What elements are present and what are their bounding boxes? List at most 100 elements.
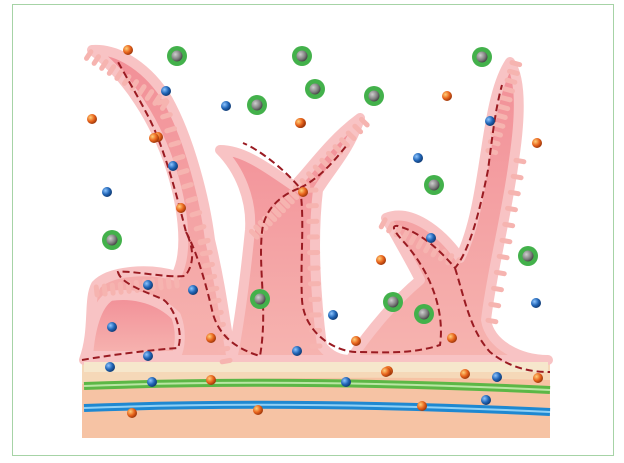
small-blue-particle-12 — [107, 322, 117, 332]
small-blue-particle-4 — [413, 153, 423, 163]
microvillus-8-8 — [507, 80, 515, 82]
microvillus-3-10 — [222, 360, 230, 361]
small-blue-particle-11 — [328, 310, 338, 320]
large-particle-core-8 — [107, 235, 118, 246]
small-blue-particle-8 — [143, 280, 153, 290]
small-orange-particle-16 — [533, 373, 543, 383]
microvillus-2-9 — [196, 227, 204, 229]
small-orange-particle-8 — [176, 203, 186, 213]
microvillus-8-7 — [505, 89, 513, 91]
microvillus-8-0 — [488, 151, 496, 153]
microvillus-9-10 — [516, 160, 524, 161]
microvillus-8-10 — [512, 63, 520, 65]
large-particle-core-5 — [369, 91, 380, 102]
small-blue-particle-9 — [188, 285, 198, 295]
small-orange-particle-1 — [123, 45, 133, 55]
microvillus-7-0 — [381, 220, 385, 227]
large-particle-core-12 — [419, 309, 430, 320]
microvillus-3-1 — [202, 252, 210, 253]
microvillus-9-1 — [491, 304, 499, 305]
large-particle-core-11 — [388, 297, 399, 308]
small-orange-particle-12 — [447, 333, 457, 343]
microvillus-3-4 — [209, 288, 217, 289]
small-blue-particle-3 — [485, 116, 495, 126]
microvillus-3-9 — [220, 348, 228, 349]
large-particle-core-2 — [297, 51, 308, 62]
microvillus-7-3 — [403, 232, 407, 239]
small-blue-particle-15 — [292, 346, 302, 356]
microvillus-1-0 — [87, 52, 91, 59]
small-blue-particle-14 — [105, 362, 115, 372]
microvillus-3-0 — [200, 240, 208, 241]
small-orange-particle-15 — [206, 375, 216, 385]
microvillus-0-0 — [96, 287, 97, 295]
villus-base-layer — [84, 362, 548, 372]
small-orange-particle-10 — [206, 333, 216, 343]
large-particle-core-1 — [172, 51, 183, 62]
microvillus-7-1 — [389, 224, 393, 231]
small-orange-particle-21 — [149, 133, 159, 143]
small-blue-particle-2 — [221, 101, 231, 111]
microvillus-7-5 — [418, 240, 422, 247]
microvillus-9-3 — [496, 272, 504, 273]
microvillus-2-2 — [167, 129, 175, 131]
microvillus-8-6 — [502, 98, 510, 100]
villus-3 — [220, 118, 360, 360]
microvillus-3-7 — [216, 324, 224, 325]
small-blue-particle-10 — [531, 298, 541, 308]
large-particle-core-10 — [255, 294, 266, 305]
small-orange-particle-19 — [127, 408, 137, 418]
large-particle-core-9 — [523, 251, 534, 262]
small-orange-particle-17 — [253, 405, 263, 415]
villus-2 — [88, 295, 180, 356]
microvillus-8-2 — [493, 133, 501, 135]
microvillus-2-0 — [158, 101, 166, 103]
large-particle-core-7 — [429, 180, 440, 191]
microvillus-8-4 — [498, 115, 506, 117]
microvillus-9-4 — [499, 256, 507, 257]
microvillus-3-5 — [211, 300, 219, 301]
small-orange-particle-3 — [87, 114, 97, 124]
microvillus-0-3 — [120, 284, 121, 292]
small-blue-particle-19 — [481, 395, 491, 405]
microvillus-7-4 — [411, 236, 415, 243]
microvillus-7-7 — [433, 248, 437, 255]
microvillus-8-5 — [500, 107, 508, 109]
large-particle-core-6 — [252, 100, 263, 111]
small-blue-particle-1 — [161, 86, 171, 96]
microvillus-7-6 — [426, 244, 430, 251]
microvillus-8-9 — [510, 71, 518, 73]
large-particle-core-3 — [477, 52, 488, 63]
microvillus-3-6 — [213, 312, 221, 313]
small-blue-particle-13 — [143, 351, 153, 361]
small-orange-particle-6 — [532, 138, 542, 148]
small-orange-particle-11 — [351, 336, 361, 346]
microvillus-0-10 — [176, 278, 177, 286]
small-orange-particle-14 — [460, 369, 470, 379]
small-orange-particle-22 — [295, 118, 305, 128]
microvillus-3-2 — [205, 264, 213, 265]
microvillus-9-9 — [513, 176, 521, 177]
small-blue-particle-17 — [341, 377, 351, 387]
microvillus-2-5 — [179, 171, 187, 173]
microvillus-8-3 — [495, 124, 503, 126]
small-blue-particle-6 — [102, 187, 112, 197]
microvillus-2-6 — [184, 185, 192, 187]
microvillus-0-9 — [168, 279, 169, 287]
small-blue-particle-16 — [147, 377, 157, 387]
small-orange-particle-9 — [376, 255, 386, 265]
microvillus-2-8 — [192, 213, 200, 215]
microvillus-9-0 — [488, 320, 496, 321]
microvillus-2-1 — [163, 115, 171, 117]
microvillus-2-3 — [171, 143, 179, 145]
microvillus-9-2 — [494, 288, 502, 289]
microvillus-0-2 — [112, 285, 113, 293]
small-orange-particle-18 — [417, 401, 427, 411]
small-orange-particle-20 — [381, 367, 391, 377]
large-particle-core-4 — [310, 84, 321, 95]
small-orange-particle-7 — [298, 187, 308, 197]
small-orange-particle-2 — [442, 91, 452, 101]
villus-4 — [350, 62, 548, 360]
microvillus-9-6 — [505, 224, 513, 225]
